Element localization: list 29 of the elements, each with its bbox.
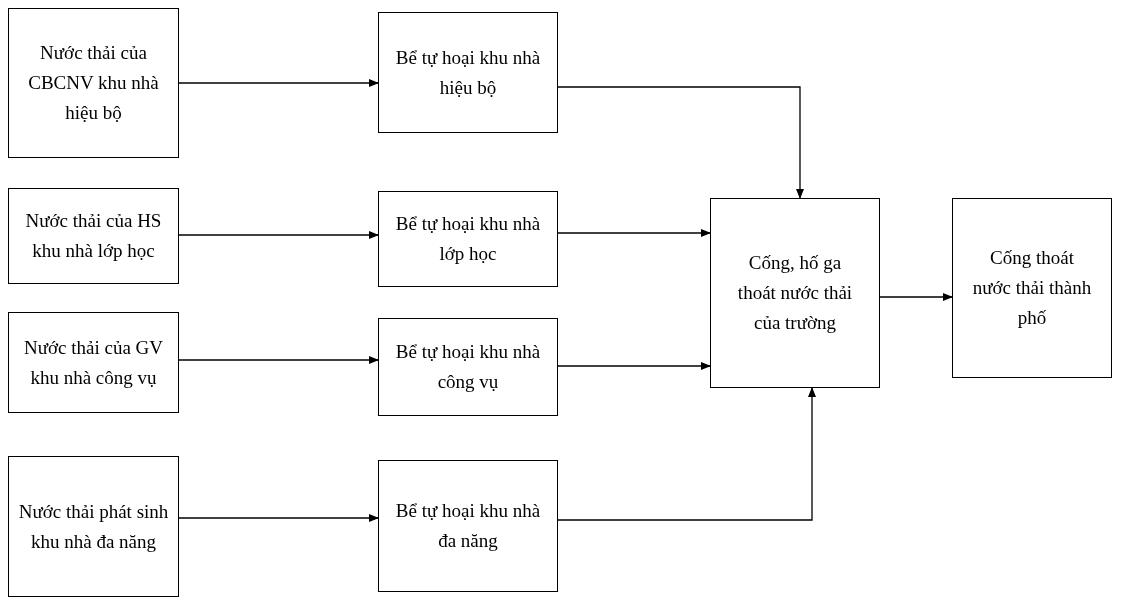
process-box [378,12,558,133]
node-text: Bể tự hoại khu nhà hiệu bộ [394,45,542,100]
node-text: Nước thải của CBCNV khu nhà hiệu bộ [27,41,160,125]
process-box [378,191,558,287]
node-text: Nước thải của HS khu nhà lớp học [24,209,163,263]
node-text: Cống thoát nước thải thành phố [971,246,1093,330]
process-box [8,312,179,413]
arrow [178,514,379,522]
process-box [710,198,880,388]
node-text: Nước thải của GV khu nhà công vụ [22,335,165,390]
arrow [557,229,711,237]
process-box [8,8,179,158]
process-box [8,456,179,597]
node-text: Bể tự hoại khu nhà công vụ [394,340,542,394]
node-text: Cống, hố ga thoát nước thải của trường [736,251,854,335]
process-box [952,198,1112,378]
process-box [8,188,179,284]
node-text: Bể tự hoại khu nhà đa năng [394,499,542,553]
arrow [178,79,379,87]
arrow [178,356,379,364]
process-box [378,460,558,592]
arrow [557,362,711,370]
arrow [557,387,816,521]
arrow [557,86,804,199]
arrow [879,293,953,301]
process-box [378,318,558,416]
arrow [178,231,379,239]
node-text: Nước thải phát sinh khu nhà đa năng [17,499,170,554]
node-text: Bể tự hoại khu nhà lớp học [394,212,542,266]
